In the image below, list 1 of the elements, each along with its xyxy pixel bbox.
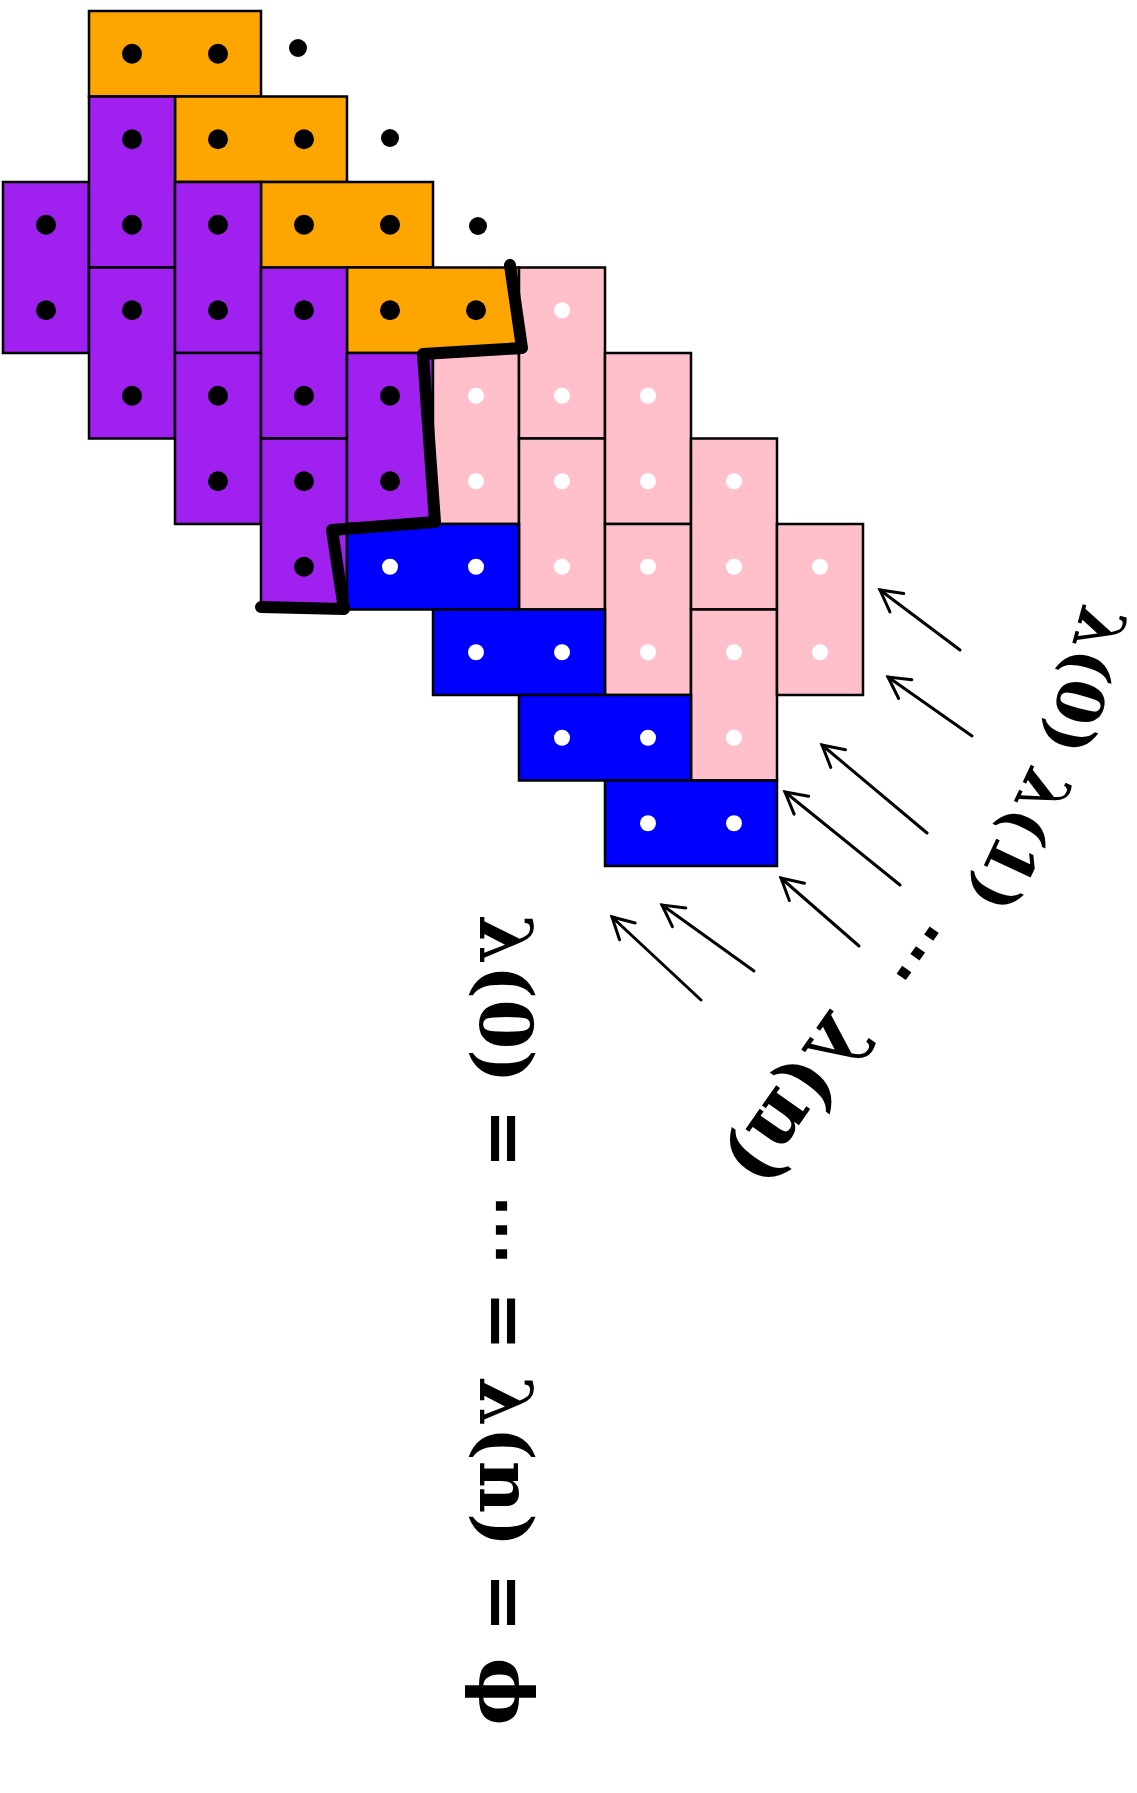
math-label: λ(0) [1034,599,1136,761]
